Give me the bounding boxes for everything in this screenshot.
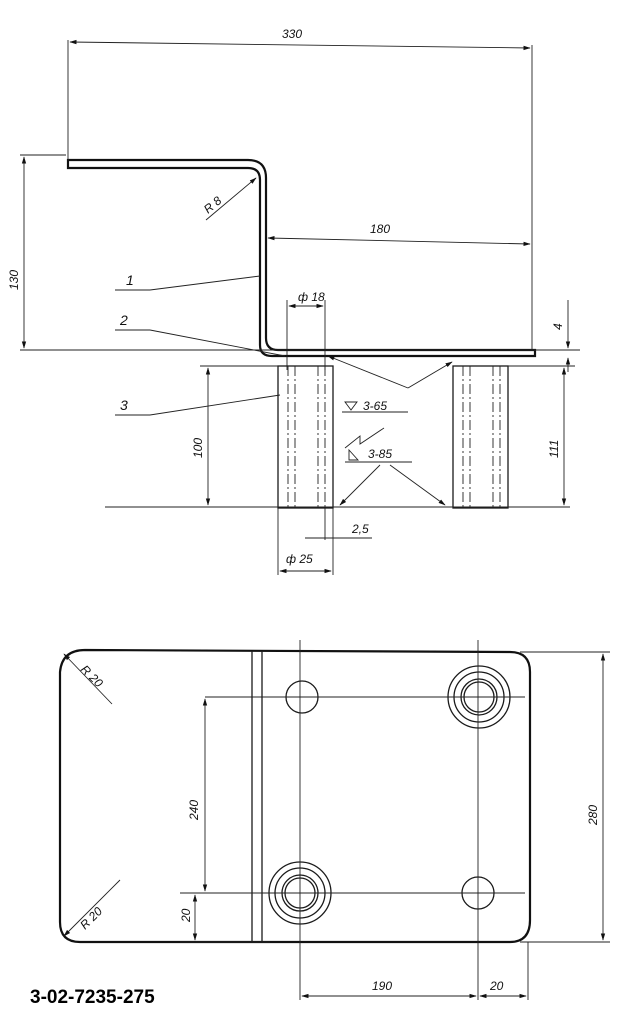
leader-1: [149, 275, 261, 291]
tube-left: [277, 365, 334, 509]
base-plate: [58, 648, 532, 944]
dim-corner-radius-top: R 20: [78, 662, 106, 690]
weld-break-arrow: [344, 427, 385, 449]
dim-corner-radius-bottom: R 20: [77, 904, 105, 932]
dim-plate-height: 280: [586, 805, 600, 826]
dim-line-180: [267, 235, 531, 247]
leader-r20-bottom: [63, 879, 121, 937]
dim-total-height: 111: [547, 440, 561, 458]
leader-r20-top: [63, 653, 113, 705]
leader-3: [149, 394, 281, 416]
bracket-profile: [66, 158, 537, 358]
dim-wall: 2,5: [351, 522, 369, 536]
dim-line-330: [69, 39, 531, 51]
callout-1: 1: [126, 272, 134, 288]
callout-3: 3: [120, 397, 128, 413]
tube-right: [452, 365, 509, 509]
weld-leader-lower-r: [389, 464, 446, 506]
dim-rod-diameter: ф 18: [298, 290, 325, 304]
weld-lower: 3-85: [368, 447, 392, 461]
dim-overall-width: 330: [282, 27, 302, 41]
dim-inner-width: 180: [370, 222, 390, 236]
dim-tube-height: 100: [191, 438, 205, 458]
leader-r8: [205, 177, 257, 221]
drawing-number: 3-02-7235-275: [30, 987, 155, 1008]
weld-symbol-upper: [344, 401, 358, 411]
weld-symbol-lower: [348, 448, 360, 461]
callout-2: 2: [119, 312, 128, 328]
side-view: 330 180 130 R 8 1 2 3 ф 18 4: [7, 27, 580, 575]
dim-tube-diameter: ф 25: [286, 552, 313, 566]
leader-2: [149, 329, 286, 357]
dim-height: 130: [7, 270, 21, 290]
weld-leader-upper-l: [327, 355, 409, 389]
dim-hole-spacing-v: 240: [187, 800, 201, 821]
top-view: R 20 R 20 240 20 280 190 20: [58, 640, 610, 1000]
weld-leader-upper-r: [407, 361, 453, 389]
dim-edge-offset-h: 20: [489, 979, 504, 993]
dim-thickness: 4: [551, 323, 565, 330]
dim-bend-radius: R 8: [201, 193, 225, 216]
weld-leader-lower-l: [339, 464, 381, 506]
dim-hole-spacing-h: 190: [372, 979, 392, 993]
dim-edge-offset: 20: [179, 908, 193, 923]
weld-upper: 3-65: [363, 399, 387, 413]
